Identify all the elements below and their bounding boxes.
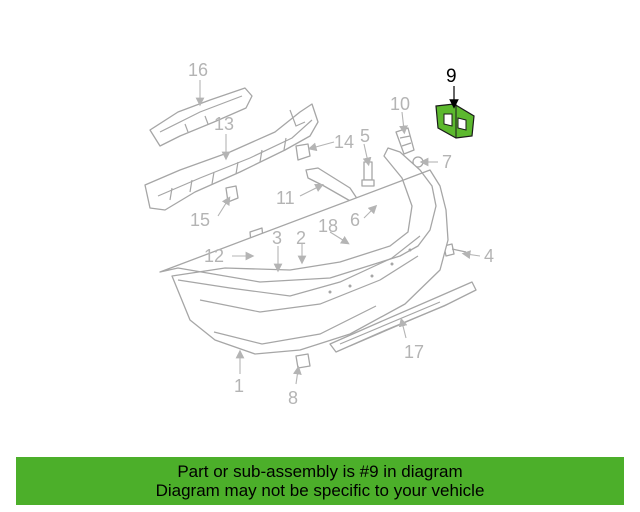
part-4-bolt (443, 243, 467, 257)
banner-line-disclaimer: Diagram may not be specific to your vehi… (155, 481, 485, 500)
callout-9-highlighted: 9 (446, 66, 457, 87)
banner-line-part: Part or sub-assembly is #9 in diagram (177, 462, 463, 481)
part-16-bracket (149, 87, 253, 147)
callout-7: 7 (442, 152, 452, 172)
callout-14: 14 (334, 132, 354, 152)
part-15-clip (225, 185, 239, 203)
part-9-highlighted-bracket (435, 103, 475, 139)
callout-12: 12 (204, 246, 224, 266)
info-banner: Part or sub-assembly is #9 in diagram Di… (16, 457, 624, 505)
callout-16: 16 (188, 60, 208, 80)
callout-5: 5 (360, 126, 370, 146)
callout-13: 13 (214, 114, 234, 134)
callout-15: 15 (190, 210, 210, 230)
part-8-clip (295, 353, 311, 369)
callout-17: 17 (404, 342, 424, 362)
callout-11: 11 (276, 188, 295, 208)
callout-1: 1 (234, 376, 244, 396)
part-11-side-bracket (305, 167, 359, 203)
part-17-molding-strip (329, 281, 477, 353)
callout-2: 2 (296, 228, 306, 248)
callout-10: 10 (390, 94, 410, 114)
part-14-pad (295, 143, 311, 161)
callout-3: 3 (272, 228, 282, 248)
callout-18: 18 (318, 216, 338, 236)
callout-4: 4 (484, 246, 494, 266)
callout-6: 6 (350, 210, 360, 230)
part-5-bolt (361, 161, 375, 187)
part-1-bumper-cover (159, 147, 449, 355)
leader-lines (195, 80, 481, 385)
callout-8: 8 (288, 388, 298, 408)
parts-diagram: 16 13 14 5 10 7 11 6 15 18 12 3 2 4 17 1… (144, 60, 494, 408)
callout-labels: 16 13 14 5 10 7 11 6 15 18 12 3 2 4 17 1… (188, 60, 494, 408)
part-10-bracket (395, 127, 415, 155)
part-13-reinforcement (144, 103, 319, 211)
